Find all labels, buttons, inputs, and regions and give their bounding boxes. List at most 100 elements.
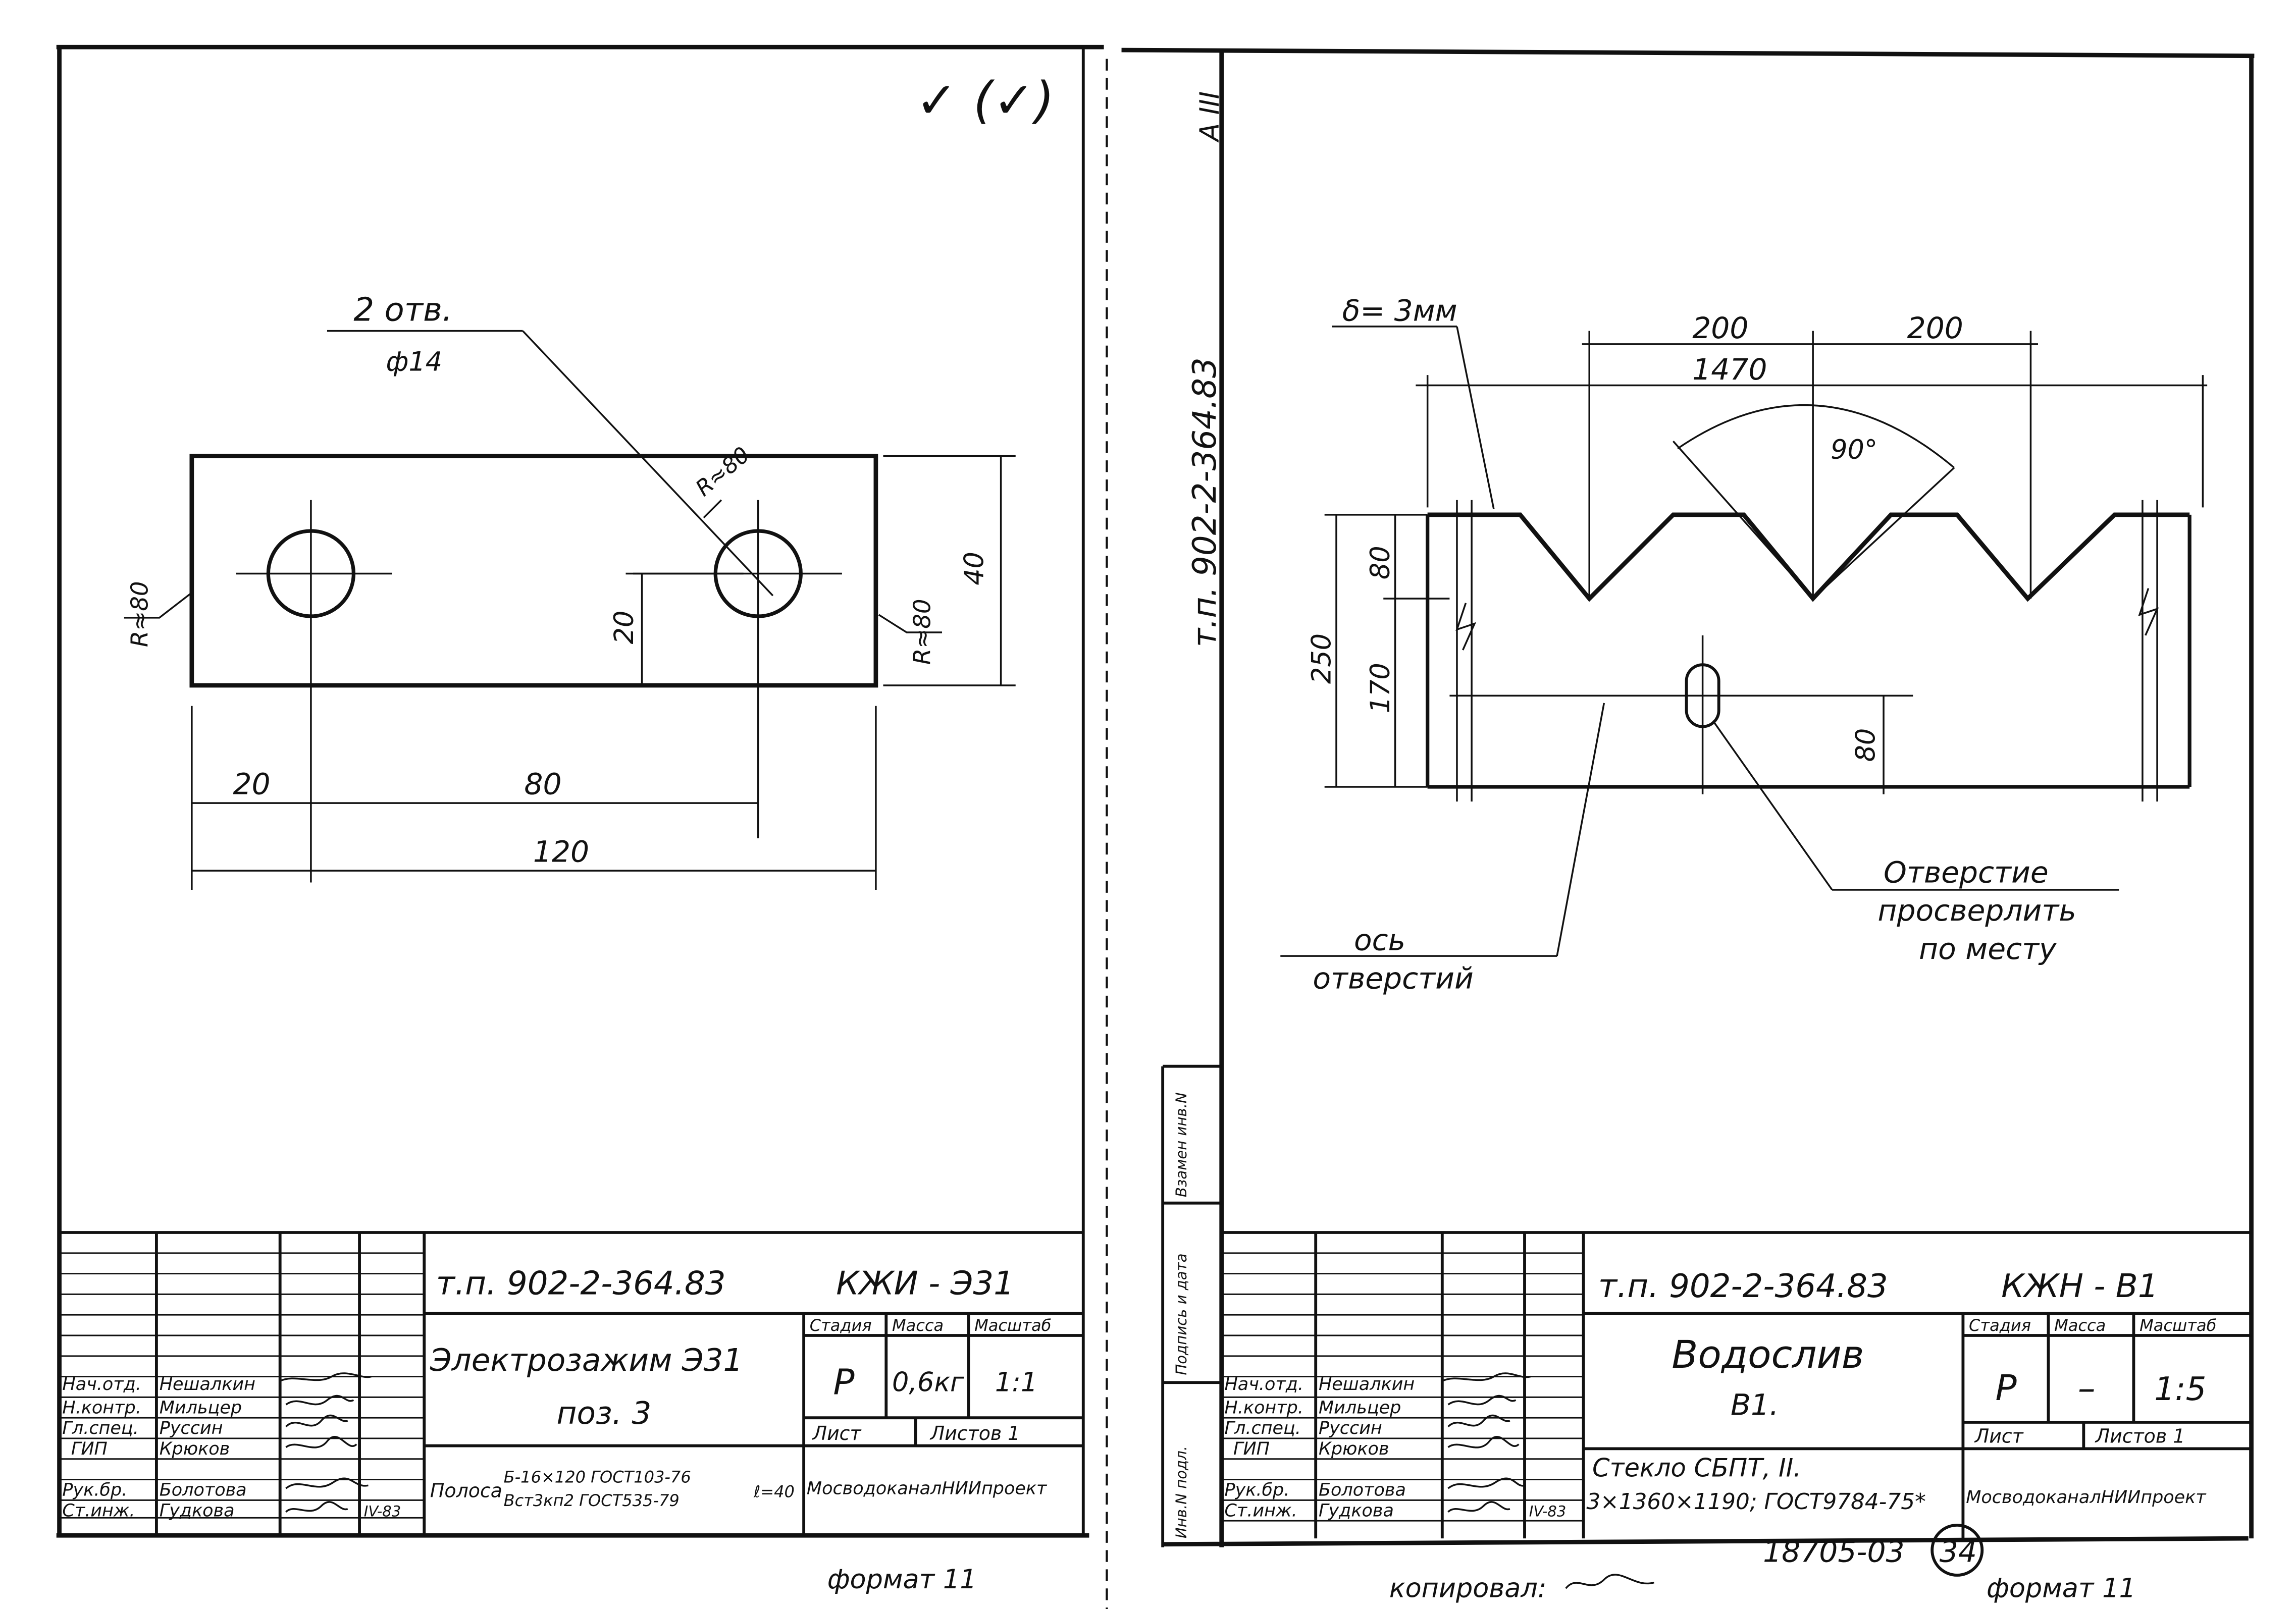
right-mass-header: Масса — [2054, 1316, 2106, 1335]
side-label-signature: Подпись и дата — [1173, 1253, 1190, 1375]
pitch-200-right-label: 200 — [1907, 311, 1963, 345]
right-name-1: Нешалкин — [1319, 1374, 1415, 1395]
hole-radius-label: R≈80 — [691, 442, 755, 502]
left-role-2: Н.контр. — [62, 1398, 141, 1418]
page-number: 34 — [1940, 1535, 1977, 1569]
right-stage-header: Стадия — [1969, 1316, 2031, 1335]
left-sheet-code: КЖИ - Э31 — [836, 1265, 1014, 1302]
vertical-project-number: т.п. 902-2-364.83 — [1186, 357, 1224, 647]
left-item-name: Электрозажим Э31 — [430, 1343, 743, 1378]
left-organization: МосводоканалНИИпроект — [807, 1479, 1048, 1499]
notch-depth-80-label: 80 — [1365, 546, 1396, 579]
left-name-6: Гудкова — [160, 1500, 235, 1521]
left-material-length: ℓ=40 — [753, 1482, 795, 1501]
clamp-plate-outline — [189, 453, 878, 688]
right-frame — [1121, 47, 2255, 1547]
left-name-3: Руссин — [160, 1418, 223, 1438]
right-role-5: Рук.бр. — [1225, 1480, 1290, 1500]
right-role-6: Ст.инж. — [1225, 1500, 1297, 1521]
left-mass-value: 0,6кг — [892, 1367, 964, 1398]
page-number-circle — [1930, 1523, 1984, 1577]
left-material-top: Б-16×120 ГОСТ103-76 — [504, 1467, 691, 1486]
holes-count-label: 2 отв. — [353, 291, 452, 329]
height-40-label: 40 — [959, 552, 990, 585]
left-name-2: Мильцер — [160, 1398, 242, 1418]
right-name-6: Гудкова — [1319, 1500, 1394, 1521]
horizontal-20-label: 20 — [233, 767, 270, 801]
copied-by-signature — [1565, 1574, 1654, 1589]
left-date: IV-83 — [364, 1503, 401, 1520]
right-item-name: Водослив — [1672, 1332, 1864, 1377]
copied-by-label: копировал: — [1389, 1573, 1547, 1604]
left-signatures — [279, 1372, 372, 1513]
right-mass-value: – — [2078, 1368, 2096, 1409]
axis-note-line1: ось — [1354, 923, 1405, 957]
right-organization: МосводоканалНИИпроект — [1966, 1487, 2207, 1508]
side-label-inventory: Инв.N подл. — [1173, 1446, 1190, 1538]
right-title-block: т.п. 902-2-364.83 КЖН - В1 Водослив В1. … — [1221, 1231, 2252, 1539]
right-project-number: т.п. 902-2-364.83 — [1598, 1268, 1888, 1305]
right-name-3: Руссин — [1319, 1418, 1382, 1438]
right-scale-header: Масштаб — [2140, 1316, 2216, 1335]
side-label-replacement: Взамен инв.N — [1173, 1092, 1190, 1197]
right-sheet-code: КЖН - В1 — [2001, 1268, 2158, 1305]
left-role-5: Рук.бр. — [62, 1480, 127, 1500]
left-role-4: ГИП — [71, 1439, 108, 1459]
hole-note-line2: просверлить — [1877, 893, 2076, 928]
right-item-mark: В1. — [1731, 1387, 1779, 1422]
left-material-prefix: Полоса — [430, 1480, 502, 1502]
left-title-block: т.п. 902-2-364.83 КЖИ - Э31 Электрозажим… — [59, 1231, 1083, 1536]
pitch-200-left-label: 200 — [1692, 311, 1748, 345]
slot-offset-80-label: 80 — [1851, 728, 1882, 762]
left-mass-header: Масса — [892, 1316, 944, 1335]
right-name-2: Мильцер — [1319, 1398, 1401, 1418]
left-project-number: т.п. 902-2-364.83 — [436, 1265, 726, 1302]
left-format-label: формат 11 — [827, 1564, 977, 1595]
hole-note-line1: Отверстие — [1884, 855, 2049, 889]
right-date: IV-83 — [1529, 1503, 1567, 1520]
vertical-20-label: 20 — [609, 611, 640, 645]
left-role-6: Ст.инж. — [62, 1500, 135, 1521]
right-stage-value: Р — [1996, 1368, 2017, 1409]
horizontal-120-label: 120 — [533, 835, 589, 869]
weir-plate-drawing: δ= 3мм 200 200 1470 90° 80 250 170 80 От… — [1280, 293, 2208, 995]
archive-number: 18705-03 — [1763, 1535, 1905, 1569]
hole-note-line3: по месту — [1919, 932, 2057, 966]
right-material-line1: Стекло СБПТ, II. — [1592, 1454, 1801, 1483]
left-stage-header: Стадия — [810, 1316, 872, 1335]
left-stage-value: Р — [833, 1362, 855, 1403]
left-role-1: Нач.отд. — [62, 1374, 141, 1395]
left-material-bottom: Вст3кп2 ГОСТ535-79 — [504, 1491, 680, 1510]
right-role-1: Нач.отд. — [1225, 1374, 1304, 1395]
left-scale-header: Масштаб — [974, 1316, 1051, 1335]
right-role-2: Н.контр. — [1225, 1398, 1303, 1418]
left-name-4: Крюков — [160, 1439, 230, 1459]
right-material-line2: 3×1360×1190; ГОСТ9784-75* — [1586, 1489, 1926, 1515]
left-sheets-label: Листов 1 — [929, 1422, 1020, 1444]
left-name-5: Болотова — [160, 1480, 247, 1500]
corner-check-mark: ✓ (✓) — [916, 72, 1055, 130]
right-name-5: Болотова — [1319, 1480, 1406, 1500]
left-name-1: Нешалкин — [160, 1374, 255, 1395]
height-250-label: 250 — [1306, 633, 1337, 684]
left-role-3: Гл.спец. — [62, 1418, 138, 1438]
left-item-position: поз. 3 — [557, 1396, 652, 1431]
hole-diameter-label: ф14 — [386, 346, 443, 377]
axis-note-line2: отверстий — [1313, 961, 1473, 995]
length-1470-label: 1470 — [1692, 352, 1767, 387]
height-170-label: 170 — [1365, 663, 1396, 713]
right-sheets-label: Листов 1 — [2095, 1425, 2185, 1447]
right-role-4: ГИП — [1233, 1439, 1270, 1459]
thickness-label: δ= 3мм — [1342, 293, 1457, 328]
right-radius-label: R≈80 — [909, 599, 936, 665]
left-radius-label: R≈80 — [126, 581, 153, 647]
clamp-plate-drawing: 2 отв. ф14 R≈80 R≈80 R≈80 40 20 20 80 12… — [124, 291, 1016, 890]
right-name-4: Крюков — [1319, 1439, 1389, 1459]
right-scale-value: 1:5 — [2154, 1371, 2206, 1408]
right-sheet-label: Лист — [1974, 1425, 2024, 1447]
format-code-label: А III — [1194, 91, 1225, 143]
weir-profile — [1427, 512, 2190, 602]
left-scale-value: 1:1 — [995, 1367, 1037, 1398]
left-frame — [56, 44, 1104, 1538]
